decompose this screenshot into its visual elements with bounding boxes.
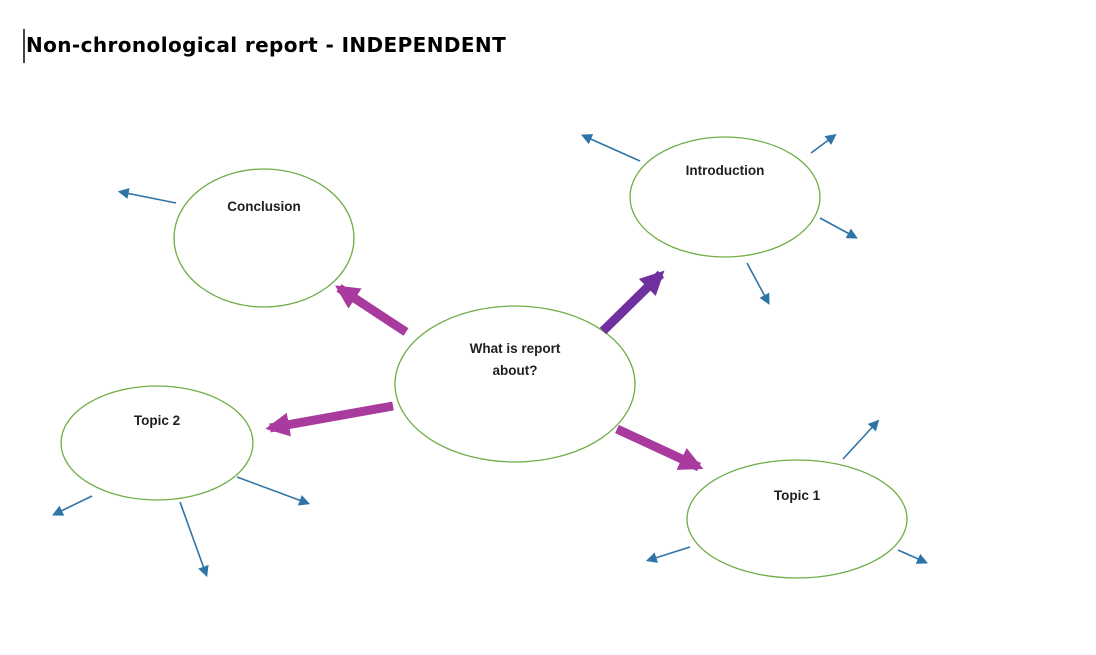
spoke-arrow-conclusion-left[interactable] — [117, 188, 177, 204]
main-arrow-center-to-topic2[interactable] — [265, 401, 394, 437]
node-label-introduction: Introduction — [686, 163, 765, 178]
node-center: What is report about? — [394, 305, 636, 463]
spoke-arrow-topic2-down-right[interactable] — [236, 476, 311, 506]
spoke-arrow-topic1-up-right[interactable] — [842, 419, 880, 460]
text-cursor — [23, 29, 25, 63]
main-arrow-center-to-introduction[interactable] — [599, 270, 665, 335]
spoke-arrow-topic1-down-right[interactable] — [897, 549, 929, 564]
node-label-center-line2: about? — [493, 363, 538, 378]
node-ellipse-conclusion[interactable] — [173, 168, 355, 308]
node-label-conclusion: Conclusion — [227, 199, 301, 214]
spoke-arrow-topic2-down-left[interactable] — [52, 495, 93, 516]
spoke-arrow-introduction-down[interactable] — [746, 262, 770, 305]
node-conclusion: Conclusion — [173, 168, 355, 308]
node-topic2: Topic 2 — [60, 385, 254, 501]
spoke-arrow-introduction-up-left[interactable] — [580, 134, 641, 162]
node-ellipse-introduction[interactable] — [629, 136, 821, 258]
node-ellipse-topic1[interactable] — [686, 459, 908, 579]
node-topic1: Topic 1 — [686, 459, 908, 579]
node-label-topic2: Topic 2 — [134, 413, 180, 428]
spoke-arrow-topic1-down-left[interactable] — [645, 546, 691, 563]
node-label-topic1: Topic 1 — [774, 488, 821, 503]
node-label-center-line1: What is report — [470, 341, 561, 356]
main-arrow-center-to-topic1[interactable] — [615, 424, 704, 472]
page-title[interactable]: Non-chronological report - INDEPENDENT — [26, 33, 507, 57]
spoke-arrow-topic2-down[interactable] — [179, 501, 209, 578]
node-ellipse-center[interactable] — [394, 305, 636, 463]
main-arrow-center-to-conclusion[interactable] — [334, 284, 409, 336]
spoke-arrow-introduction-right-down[interactable] — [819, 217, 858, 239]
spoke-arrow-introduction-up-right[interactable] — [810, 134, 837, 154]
node-ellipse-topic2[interactable] — [60, 385, 254, 501]
node-introduction: Introduction — [629, 136, 821, 258]
